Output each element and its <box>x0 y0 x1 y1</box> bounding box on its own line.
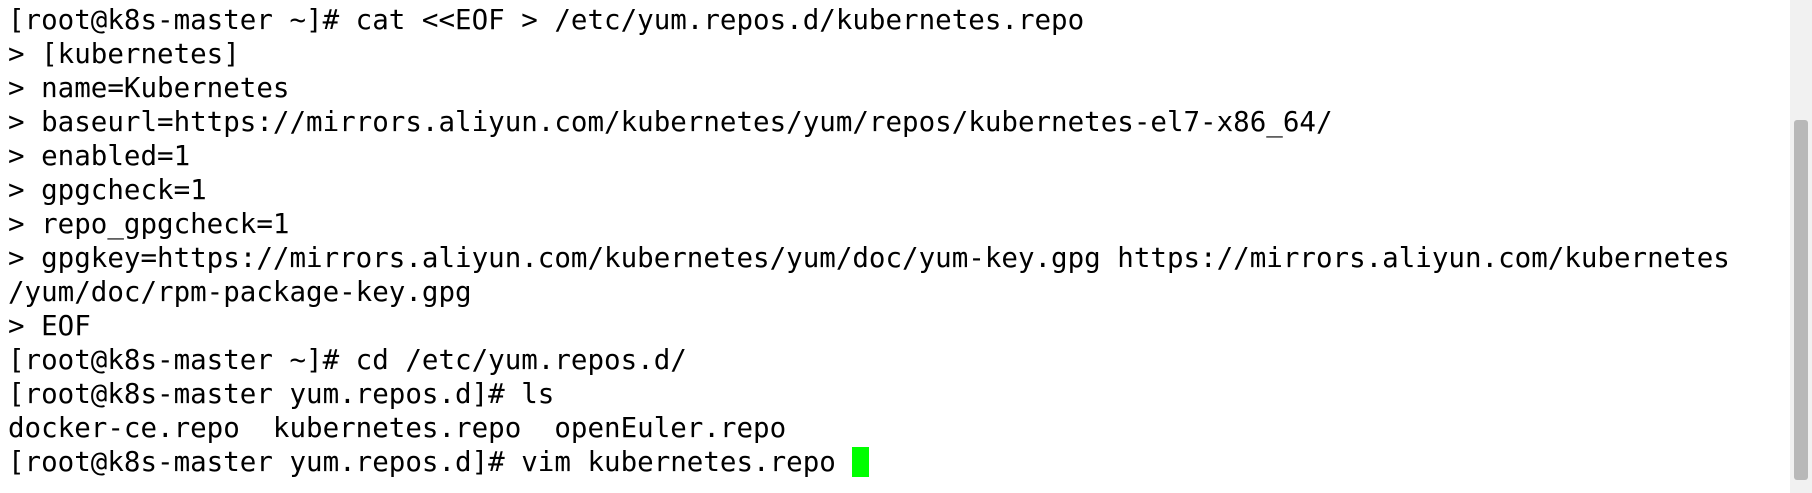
scrollbar-thumb[interactable] <box>1794 120 1808 480</box>
terminal-line: > repo_gpgcheck=1 <box>8 208 290 240</box>
terminal-line: > enabled=1 <box>8 140 191 172</box>
terminal-line: [root@k8s-master ~]# cat <<EOF > /etc/yu… <box>8 4 1085 36</box>
terminal-line: docker-ce.repo kubernetes.repo openEuler… <box>8 412 787 444</box>
vertical-scrollbar[interactable] <box>1790 0 1812 493</box>
terminal-line: /yum/doc/rpm-package-key.gpg <box>8 276 472 308</box>
terminal-line: [root@k8s-master ~]# cd /etc/yum.repos.d… <box>8 344 687 376</box>
terminal-line: > gpgkey=https://mirrors.aliyun.com/kube… <box>8 242 1730 274</box>
terminal-line: > name=Kubernetes <box>8 72 290 104</box>
terminal-line: > gpgcheck=1 <box>8 174 207 206</box>
terminal-line: > baseurl=https://mirrors.aliyun.com/kub… <box>8 106 1333 138</box>
terminal-line: [root@k8s-master yum.repos.d]# ls <box>8 378 555 410</box>
terminal-prompt-text: [root@k8s-master yum.repos.d]# vim kuber… <box>8 446 853 478</box>
terminal-line: > EOF <box>8 310 91 342</box>
terminal-prompt-line[interactable]: [root@k8s-master yum.repos.d]# vim kuber… <box>8 445 1788 479</box>
text-cursor <box>852 447 870 477</box>
terminal-line: > [kubernetes] <box>8 38 240 70</box>
terminal-output[interactable]: [root@k8s-master ~]# cat <<EOF > /etc/yu… <box>8 3 1788 493</box>
